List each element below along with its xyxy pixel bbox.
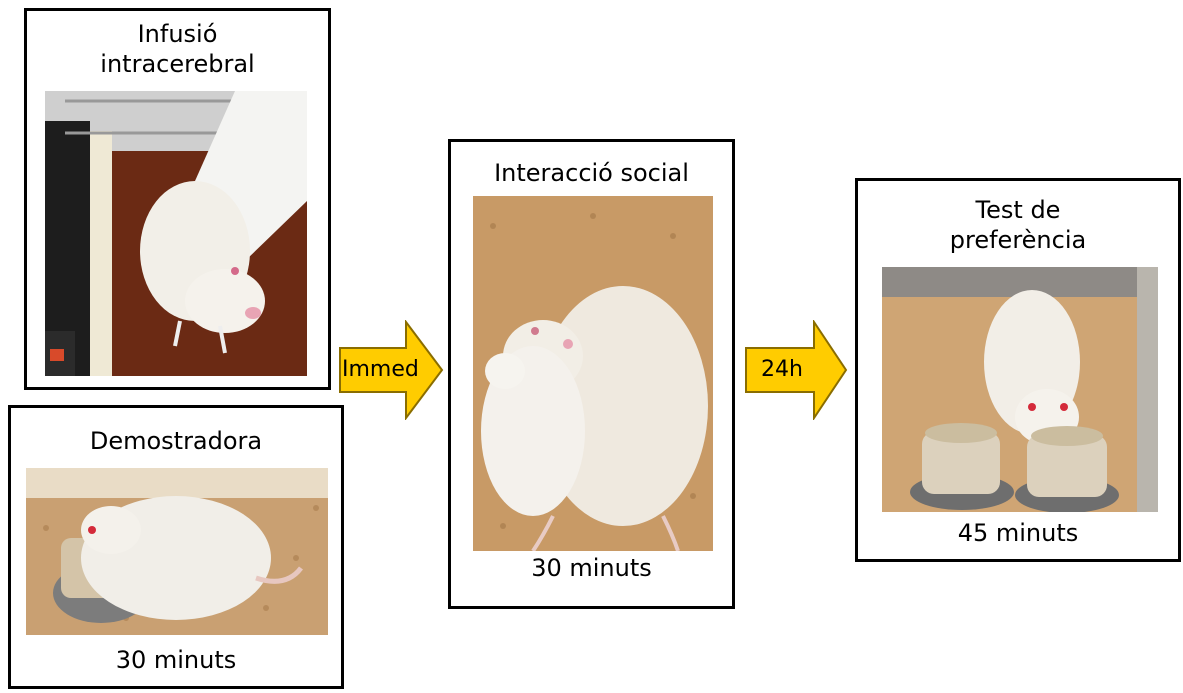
demonstrator-panel: Demostradora 30 minuts [8,405,344,689]
24h-label: 24h [754,356,810,384]
infusion-title: Infusió intracerebral [27,19,328,79]
immed-label: Immed [342,356,422,384]
social-title: Interacció social [451,158,732,188]
social-photo [473,196,713,551]
preference-photo [882,267,1158,512]
infusion-panel: Infusió intracerebral [24,8,331,390]
preference-title: Test de preferència [858,195,1178,255]
demonstrator-title: Demostradora [11,426,341,456]
demonstrator-photo [26,468,328,635]
demonstrator-duration: 30 minuts [11,645,341,675]
preference-panel: Test de preferència 45 minuts [855,178,1181,562]
social-duration: 30 minuts [451,553,732,583]
24h-arrow: 24h [744,320,848,420]
preference-duration: 45 minuts [858,518,1178,548]
immed-arrow: Immed [338,320,444,420]
social-panel: Interacció social 30 minuts [448,139,735,609]
infusion-photo [45,91,307,376]
